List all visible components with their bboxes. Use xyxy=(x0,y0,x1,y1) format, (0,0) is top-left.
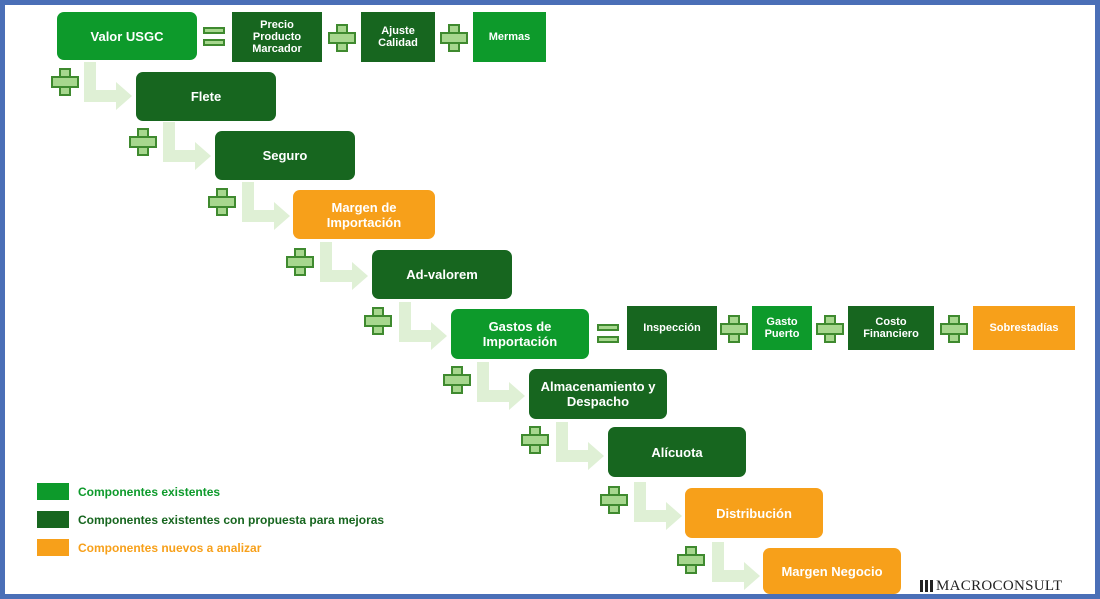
box-gasto-puerto: Gasto Puerto xyxy=(752,306,812,350)
box-inspeccion: Inspección xyxy=(627,306,717,350)
box-valor-usgc: Valor USGC xyxy=(57,12,197,60)
arrow-icon xyxy=(320,242,368,290)
legend-label-mejoras: Componentes existentes con propuesta par… xyxy=(78,513,385,527)
box-ajuste-calidad: Ajuste Calidad xyxy=(361,12,435,62)
plus-icon xyxy=(208,188,236,216)
box-distribucion: Distribución xyxy=(685,488,823,538)
arrow-icon xyxy=(477,362,525,410)
plus-icon xyxy=(720,315,748,343)
legend-swatch-mejoras xyxy=(37,511,69,528)
box-ad-valorem: Ad-valorem xyxy=(372,250,512,299)
box-flete: Flete xyxy=(136,72,276,121)
plus-icon xyxy=(677,546,705,574)
plus-icon xyxy=(443,366,471,394)
box-margen-importacion: Margen de Importación xyxy=(293,190,435,239)
arrow-icon xyxy=(556,422,604,470)
plus-icon xyxy=(129,128,157,156)
box-alicuota: Alícuota xyxy=(608,427,746,477)
equals-icon xyxy=(203,27,225,47)
legend-label-nuevos: Componentes nuevos a analizar xyxy=(78,541,262,555)
box-seguro: Seguro xyxy=(215,131,355,180)
box-mermas: Mermas xyxy=(473,12,546,62)
arrow-icon xyxy=(634,482,682,530)
plus-icon xyxy=(328,24,356,52)
plus-icon xyxy=(364,307,392,335)
arrow-icon xyxy=(242,182,290,230)
plus-icon xyxy=(940,315,968,343)
plus-icon xyxy=(816,315,844,343)
plus-icon xyxy=(286,248,314,276)
box-costo-financiero: Costo Financiero xyxy=(848,306,934,350)
plus-icon xyxy=(51,68,79,96)
arrow-icon xyxy=(712,542,760,590)
arrow-icon xyxy=(399,302,447,350)
logo-mark-icon xyxy=(920,580,934,592)
arrow-icon xyxy=(163,122,211,170)
legend-swatch-nuevos xyxy=(37,539,69,556)
legend-label-existentes: Componentes existentes xyxy=(78,485,221,499)
box-precio-producto-marcador: Precio Producto Marcador xyxy=(232,12,322,62)
equals-icon xyxy=(597,324,619,344)
plus-icon xyxy=(600,486,628,514)
box-margen-negocio: Margen Negocio xyxy=(763,548,901,594)
box-sobrestadias: Sobrestadías xyxy=(973,306,1075,350)
box-almacenamiento-despacho: Almacenamiento y Despacho xyxy=(529,369,667,419)
logo-text: MACROCONSULT xyxy=(936,577,1063,594)
arrow-icon xyxy=(84,62,132,110)
legend-swatch-existentes xyxy=(37,483,69,500)
plus-icon xyxy=(440,24,468,52)
macroconsult-logo: MACROCONSULT xyxy=(920,578,1062,594)
box-gastos-importacion: Gastos de Importación xyxy=(451,309,589,359)
plus-icon xyxy=(521,426,549,454)
